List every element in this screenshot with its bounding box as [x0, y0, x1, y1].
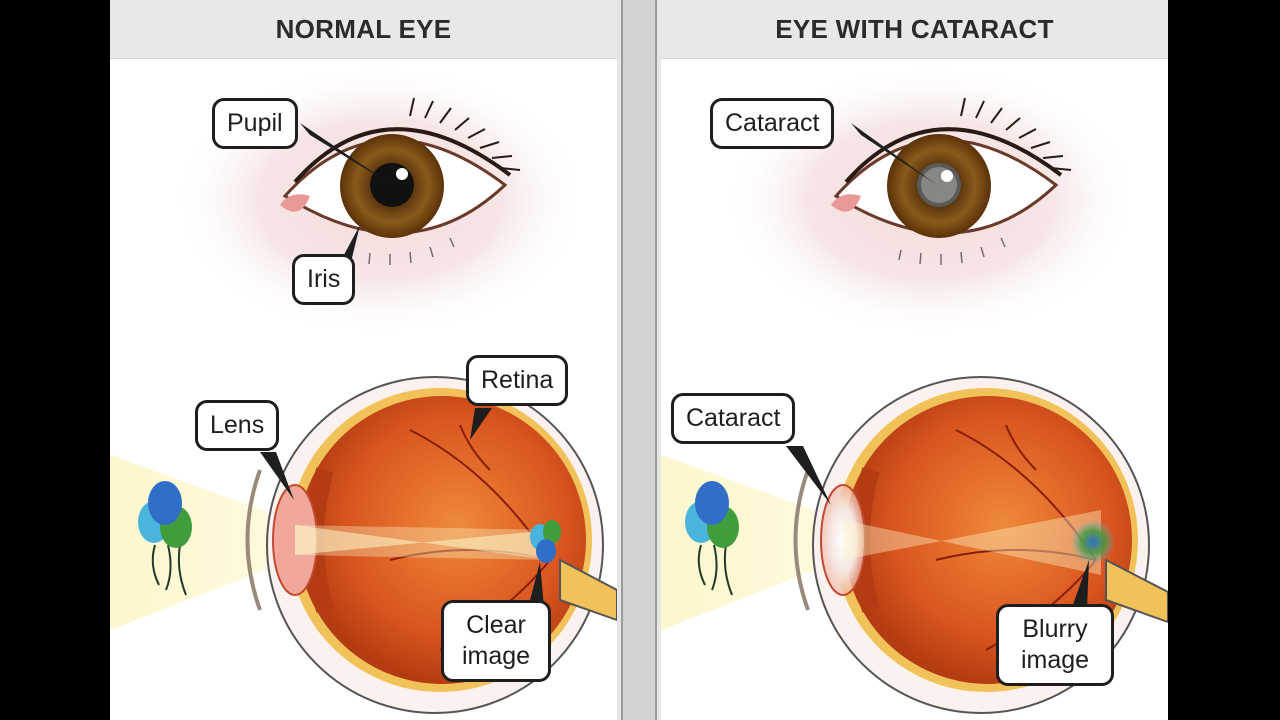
- clear-image-label: Clear image: [441, 600, 551, 682]
- normal-eye-panel: NORMAL EYE Pupil Iris Lens Retina Clear …: [110, 0, 617, 720]
- panel-title: NORMAL EYE: [110, 0, 617, 59]
- iris-label: Iris: [292, 254, 356, 305]
- blurry-image-label: Blurry image: [996, 604, 1114, 686]
- light-beam: [110, 455, 290, 630]
- balloons-object: [685, 481, 739, 596]
- cataract-front-label: Cataract: [710, 98, 835, 149]
- cataract-side-label: Cataract: [671, 393, 796, 444]
- retina-label: Retina: [466, 355, 569, 406]
- normal-eye-illustration: [110, 65, 617, 714]
- eyeball-cross-section-left: [245, 376, 617, 714]
- lens-label: Lens: [195, 400, 280, 451]
- balloons-object: [138, 481, 192, 596]
- pupil-label: Pupil: [212, 98, 298, 149]
- panel-divider: [617, 0, 661, 720]
- panel-title: EYE WITH CATARACT: [661, 0, 1168, 59]
- cataract-eye-panel: EYE WITH CATARACT Cataract Cataract Blur…: [661, 0, 1168, 720]
